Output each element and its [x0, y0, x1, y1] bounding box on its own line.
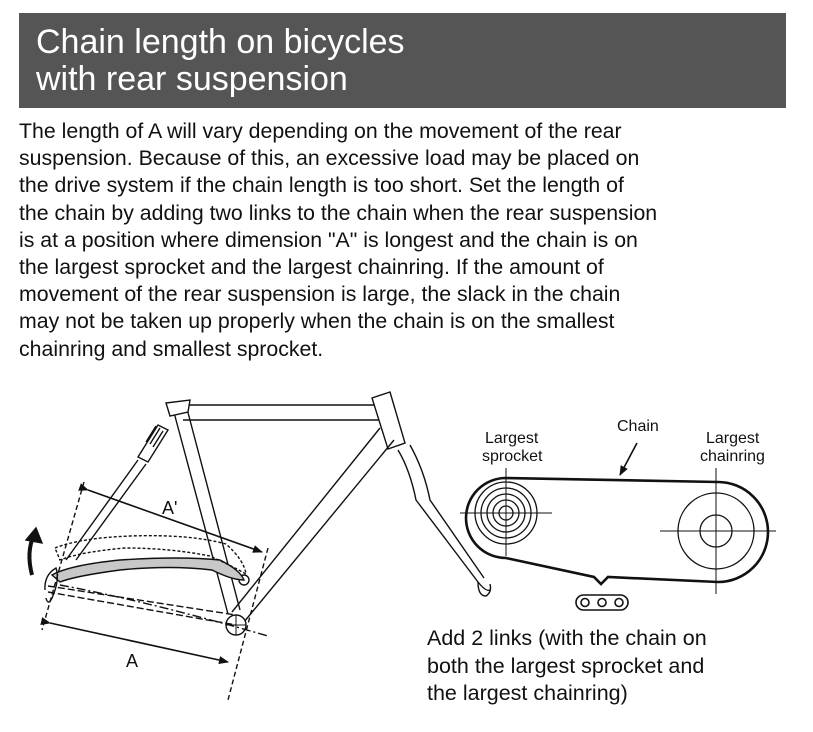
frame-diagram	[24, 391, 492, 701]
title-line-1: Chain length on bicycles	[36, 23, 405, 61]
label-chainring-line1: Largest	[706, 430, 760, 447]
body-line: the largest sprocket and the largest cha…	[19, 255, 604, 280]
seat-tube	[171, 404, 241, 615]
chain-pointer-arrow	[619, 442, 638, 476]
chain-loop	[464, 476, 770, 586]
chain-caption: Add 2 links (with the chain on both the …	[427, 625, 807, 708]
rear-dropout	[44, 566, 59, 603]
dimension-a-arrow	[40, 617, 229, 664]
body-line: the drive system if the chain length is …	[19, 173, 624, 198]
extension-lines	[41, 481, 269, 701]
chain-diagram	[460, 442, 776, 611]
title-line-2: with rear suspension	[36, 60, 348, 98]
seat-cluster	[165, 399, 191, 417]
shock-coils	[145, 425, 164, 448]
body-line: chainring and smallest sprocket.	[19, 336, 324, 361]
swingarm-lower	[50, 557, 246, 583]
front-fork	[397, 444, 491, 592]
body-line: The length of A will vary depending on t…	[19, 119, 622, 143]
title-banner: Chain length on bicycles with rear suspe…	[19, 13, 786, 108]
caption-line: the largest chainring)	[427, 681, 628, 705]
label-sprocket-line2: sprocket	[482, 448, 543, 465]
dimension-a-prime-arrow	[78, 483, 263, 553]
down-tube	[231, 427, 395, 623]
caption-line: Add 2 links (with the chain on	[427, 626, 707, 650]
body-line: is at a position where dimension "A" is …	[19, 227, 638, 252]
label-sprocket-line1: Largest	[485, 430, 539, 447]
label-a-prime: A'	[162, 498, 177, 518]
body-paragraph: The length of A will vary depending on t…	[19, 118, 809, 363]
body-line: suspension. Because of this, an excessiv…	[19, 146, 640, 171]
top-tube	[180, 404, 380, 421]
added-links-icon	[575, 594, 629, 611]
head-tube	[371, 391, 406, 450]
body-line: movement of the rear suspension is large…	[19, 282, 621, 307]
caption-line: both the largest sprocket and	[427, 653, 705, 678]
seat-stay	[65, 459, 147, 561]
body-line: the chain by adding two links to the cha…	[19, 200, 658, 225]
sprocket-crosshair	[460, 468, 552, 556]
chainring-crosshair	[660, 468, 776, 594]
label-a: A	[126, 651, 138, 671]
label-chain: Chain	[617, 418, 659, 435]
label-chainring-line2: chainring	[700, 448, 765, 465]
body-line: may not be taken up properly when the ch…	[19, 309, 615, 334]
fork-dropout	[477, 581, 492, 597]
chain-line-dashed	[47, 585, 237, 626]
